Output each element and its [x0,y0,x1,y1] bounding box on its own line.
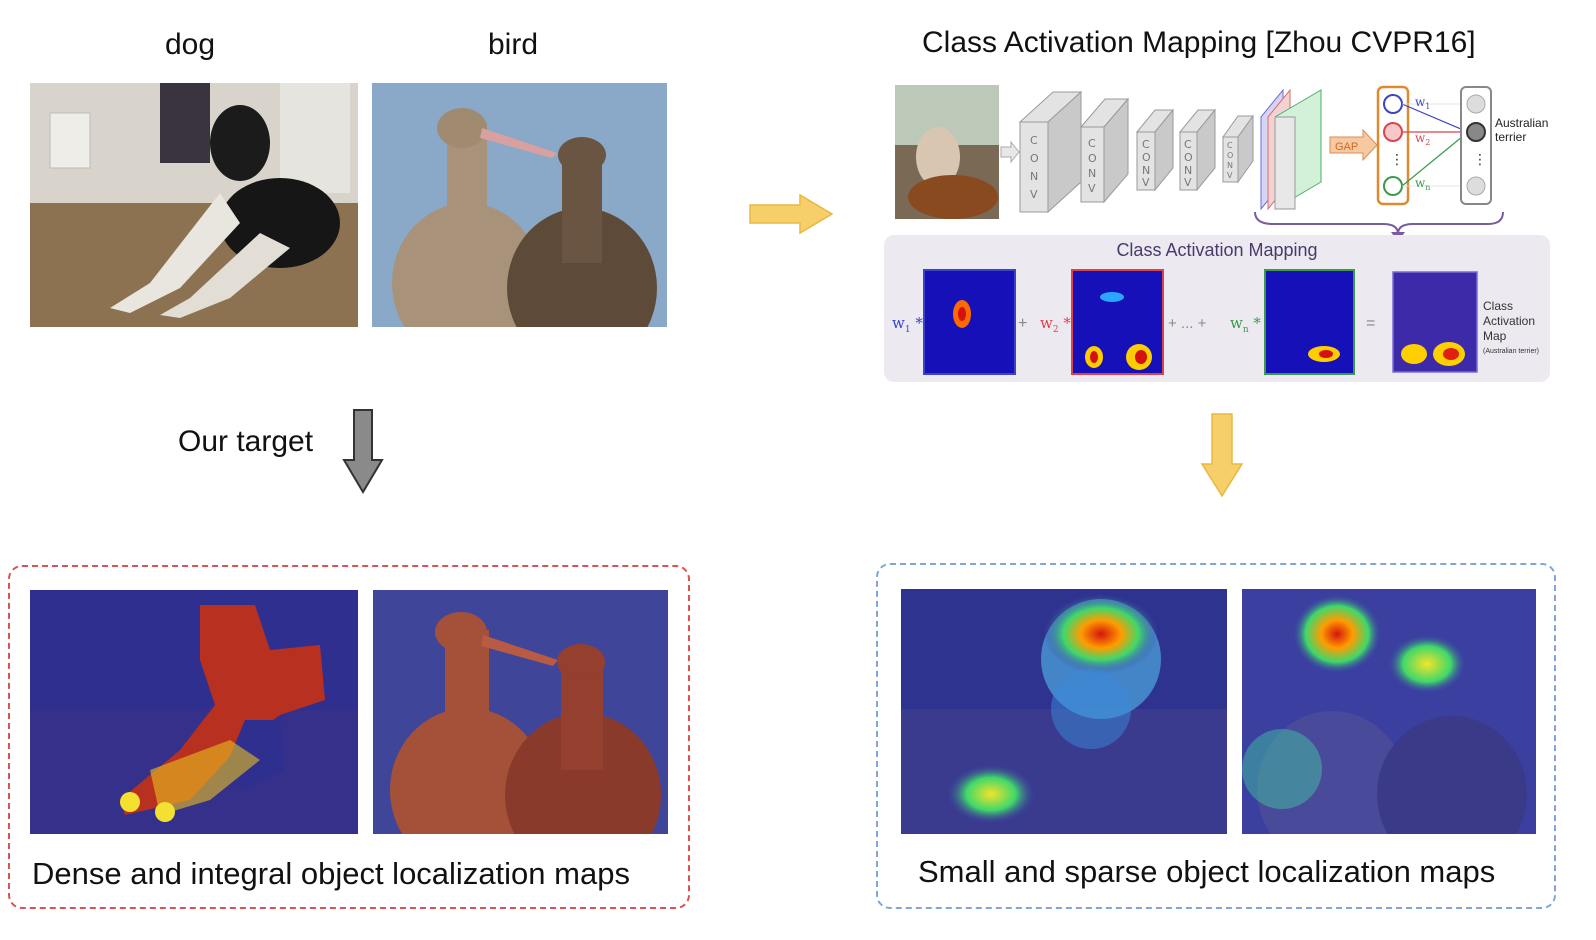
svg-text:C: C [1227,141,1233,150]
svg-text:+: + [1018,315,1027,332]
svg-text:O: O [1088,152,1097,165]
svg-text:N: N [1088,167,1096,180]
sparse-maps-box [876,563,1556,909]
cam-result-line3: Map [1483,329,1507,343]
svg-text:N: N [1184,164,1192,177]
svg-text:V: V [1030,188,1038,201]
svg-text:w2: w2 [1415,131,1430,147]
cam-result-line1: Class [1483,299,1513,313]
right-arrow-yellow-icon [749,193,834,235]
cam-panel-title: Class Activation Mapping [1116,240,1318,260]
svg-text:V: V [1227,171,1233,180]
svg-text:V: V [1142,176,1150,189]
svg-text:=: = [1366,315,1375,332]
svg-text:C: C [1142,138,1150,151]
svg-text:w1: w1 [1415,95,1430,111]
dog-sparse-map [901,589,1227,834]
svg-text:O: O [1184,151,1193,164]
svg-text:O: O [1142,151,1151,164]
svg-text:C: C [1184,138,1192,151]
dense-maps-box [8,565,690,909]
our-target-label: Our target [178,425,314,458]
dense-maps-caption: Dense and integral object localization m… [32,856,630,891]
down-arrow-grey-icon [342,409,384,494]
dog-label: dog [165,28,216,61]
dog-dense-map [30,590,358,834]
cam-result-line2: Activation [1483,314,1535,328]
dog-photo [30,83,358,327]
bird-dense-map [373,590,668,834]
class-label-line1: Australian [1495,116,1548,130]
svg-text:V: V [1088,182,1096,195]
class-label-line2: terrier [1495,130,1526,144]
cam-weighted-sum: w1 * + w2 * + ... + wn * = Class Activat… [892,269,1539,375]
svg-text:N: N [1142,164,1150,177]
svg-text:w1 *: w1 * [892,314,923,335]
svg-text:V: V [1184,176,1192,189]
svg-text:C: C [1030,134,1038,147]
sparse-maps-caption: Small and sparse object localization map… [918,854,1496,889]
svg-text:O: O [1227,151,1233,160]
down-arrow-yellow-icon [1200,413,1244,498]
svg-text:O: O [1030,152,1039,165]
cam-result-small: (Australian terrier) [1483,348,1539,355]
svg-text:wn: wn [1415,176,1430,192]
svg-text:N: N [1227,161,1233,170]
cam-title: Class Activation Mapping [Zhou CVPR16] [922,26,1476,59]
bird-label: bird [488,28,539,61]
bird-sparse-map [1242,589,1536,834]
svg-text:wn *: wn * [1230,314,1261,335]
bird-photo [372,83,667,327]
svg-text:⋮: ⋮ [1390,151,1404,167]
svg-text:C: C [1088,137,1096,150]
gap-label: GAP [1335,141,1358,153]
svg-text:w2 *: w2 * [1040,314,1071,335]
svg-text:N: N [1030,170,1038,183]
svg-text:⋮: ⋮ [1473,151,1487,167]
svg-text:+ ... +: + ... + [1168,315,1207,332]
